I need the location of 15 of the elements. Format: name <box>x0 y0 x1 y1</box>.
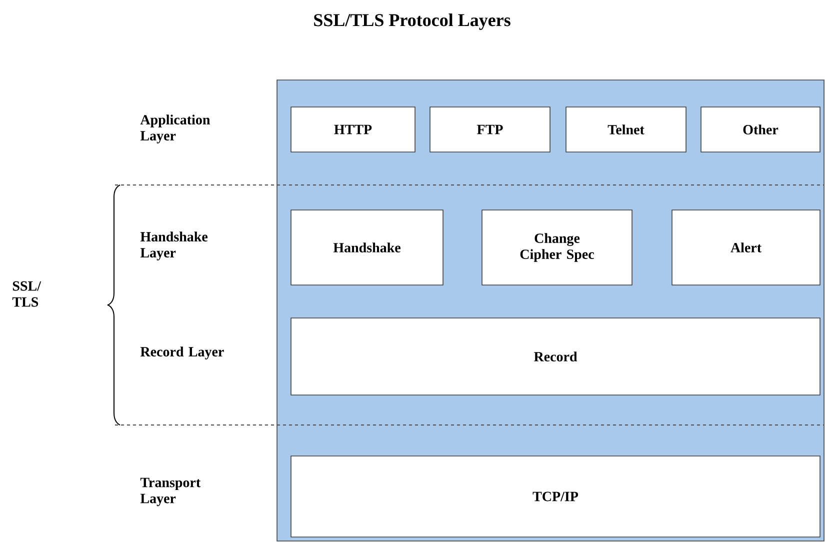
layer-label: Record Layer <box>140 346 224 360</box>
layer-label: SSL/ TLS <box>12 281 42 307</box>
protocol-box: Telnet <box>566 106 686 152</box>
protocol-box: Alert <box>672 210 820 286</box>
protocol-box: TCP/IP <box>290 456 820 538</box>
protocol-box: Handshake <box>290 210 444 286</box>
protocol-box: Change Cipher Spec <box>482 210 632 286</box>
protocol-box: Record <box>290 318 820 396</box>
protocol-box: Other <box>700 106 820 152</box>
protocol-box: FTP <box>430 106 550 152</box>
layer-label: Application Layer <box>140 114 210 144</box>
title: SSL/TLS Protocol Layers <box>314 14 510 30</box>
layer-label: Transport Layer <box>140 478 201 506</box>
layer-label: Handshake Layer <box>140 232 208 260</box>
protocol-box: HTTP <box>290 106 416 152</box>
